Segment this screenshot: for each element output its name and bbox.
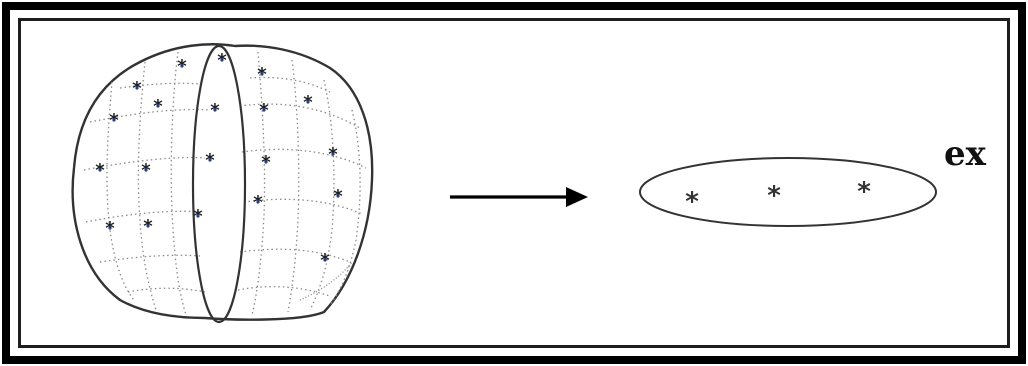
electrode-accents [98, 58, 340, 262]
extracted-electrodes: * * * [685, 177, 871, 217]
electrode-mark: * [857, 177, 871, 207]
extracted-electrodes-ellipse [639, 157, 937, 227]
midline-ellipse [191, 44, 247, 324]
dotted-gyri [83, 51, 367, 316]
electrode-mark: * [767, 181, 781, 211]
electrode-mark: * [685, 187, 699, 217]
inner-frame [18, 18, 1010, 348]
brain-outline [71, 43, 374, 321]
brain-electrodes: * * * * * * * * * * * * * * * * * * * * [95, 50, 343, 271]
right-arrow-icon [450, 187, 588, 207]
ex-label: ex [944, 134, 986, 174]
